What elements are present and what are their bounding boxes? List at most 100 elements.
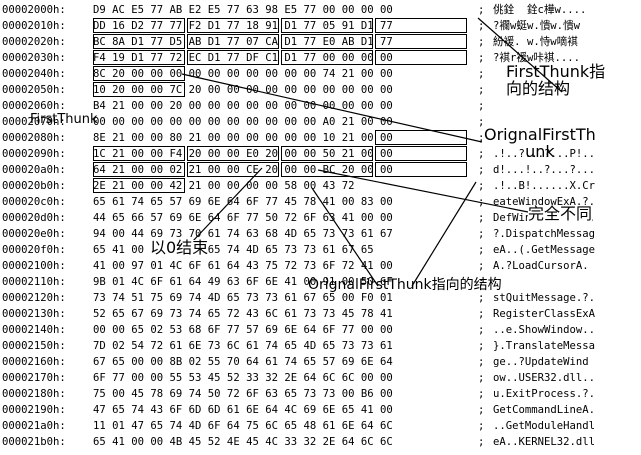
row-address: 00002150h: bbox=[2, 340, 66, 352]
row-ascii: GetCommandLineA. bbox=[493, 404, 596, 416]
row-separator: ; bbox=[478, 116, 485, 128]
row-separator: ; bbox=[478, 308, 485, 320]
row-address: 00002190h: bbox=[2, 404, 66, 416]
row-address: 00002020h: bbox=[2, 36, 66, 48]
row-hex-bytes: 11 01 47 65 74 4D 6F 64 75 6C 65 48 61 6… bbox=[93, 420, 393, 432]
row-separator: ; bbox=[478, 164, 485, 176]
row-separator: ; bbox=[478, 180, 485, 192]
row-address: 000020e0h: bbox=[2, 228, 66, 240]
row-address: 00002180h: bbox=[2, 388, 66, 400]
row-ascii: ..GetModuleHandl bbox=[493, 420, 596, 432]
row-hex-bytes: 6F 77 00 00 55 53 45 52 33 32 2E 64 6C 6… bbox=[93, 372, 393, 384]
row-hex-bytes: 64 21 00 00 02 21 00 00 CE 20 00 00 BC 2… bbox=[93, 164, 393, 176]
row-separator: ; bbox=[478, 68, 485, 80]
row-ascii: ?褀r褑w咔褀.... bbox=[493, 52, 581, 64]
row-ascii: 紛褑. w.恃w嘀褀 bbox=[493, 36, 578, 48]
row-separator: ; bbox=[478, 324, 485, 336]
row-ascii: ow..USER32.dll.. bbox=[493, 372, 596, 384]
row-separator: ; bbox=[478, 292, 485, 304]
row-address: 00002120h: bbox=[2, 292, 66, 304]
row-separator: ; bbox=[478, 228, 485, 240]
row-ascii: d!...!..?...?... bbox=[493, 164, 596, 176]
row-ascii: eA..KERNEL32.dll bbox=[493, 436, 596, 448]
row-ascii: stQuitMessage.?. bbox=[493, 292, 596, 304]
row-address: 000020b0h: bbox=[2, 180, 66, 192]
row-hex-bytes: F4 19 D1 77 72 EC D1 77 DF C1 D1 77 00 0… bbox=[93, 52, 393, 64]
row-address: 00002010h: bbox=[2, 20, 66, 32]
row-address: 00002140h: bbox=[2, 324, 66, 336]
row-ascii: RegisterClassExA bbox=[493, 308, 596, 320]
row-ascii: eA..(.GetMessage bbox=[493, 244, 596, 256]
row-address: 00002130h: bbox=[2, 308, 66, 320]
row-separator: ; bbox=[478, 132, 485, 144]
row-hex-bytes: 75 00 45 78 69 74 50 72 6F 63 65 73 73 0… bbox=[93, 388, 393, 400]
row-address: 00002030h: bbox=[2, 52, 66, 64]
row-separator: ; bbox=[478, 372, 485, 384]
annotation-first-thunk: FirstThunk bbox=[30, 112, 98, 127]
row-address: 00002050h: bbox=[2, 84, 66, 96]
row-separator: ; bbox=[478, 196, 485, 208]
row-separator: ; bbox=[478, 20, 485, 32]
row-hex-bytes: 2E 21 00 00 42 21 00 00 00 00 58 00 43 7… bbox=[93, 180, 355, 192]
row-address: 00002070h: bbox=[2, 116, 66, 128]
row-hex-bytes: 65 41 00 00 4B 45 52 4E 45 4C 33 32 2E 6… bbox=[93, 436, 393, 448]
row-address: 00002080h: bbox=[2, 132, 66, 144]
row-separator: ; bbox=[478, 212, 485, 224]
annotation-first-thunk-struct: FirstThunk指 向的结构 bbox=[506, 62, 606, 98]
row-address: 00002160h: bbox=[2, 356, 66, 368]
row-hex-bytes: 10 20 00 00 7C 20 00 00 00 00 00 00 00 0… bbox=[93, 84, 393, 96]
row-address: 000020d0h: bbox=[2, 212, 66, 224]
row-address: 00002060h: bbox=[2, 100, 66, 112]
completely-different-leader bbox=[317, 169, 529, 213]
row-ascii: ge..?UpdateWind bbox=[493, 356, 589, 368]
row-ascii: ?.DispatchMessag bbox=[493, 228, 596, 240]
row-ascii: .!..?...?...P!.. bbox=[493, 148, 596, 160]
row-address: 000020a0h: bbox=[2, 164, 66, 176]
row-hex-bytes: 1C 21 00 00 F4 20 00 00 E0 20 00 00 50 2… bbox=[93, 148, 393, 160]
row-address: 000021a0h: bbox=[2, 420, 66, 432]
row-hex-bytes: 73 74 51 75 69 74 4D 65 73 73 61 67 65 0… bbox=[93, 292, 393, 304]
orignal-struct-leader-2 bbox=[311, 187, 379, 287]
row-hex-bytes: 44 65 66 57 69 6E 64 6F 77 50 72 6F 63 4… bbox=[93, 212, 393, 224]
row-ascii: 佻銓 銓c樺w.... bbox=[493, 4, 587, 16]
row-hex-bytes: DD 16 D2 77 77 F2 D1 77 18 91 D1 77 05 9… bbox=[93, 20, 393, 32]
row-address: 00002100h: bbox=[2, 260, 66, 272]
row-hex-bytes: 47 65 74 43 6F 6D 6D 61 6E 64 4C 69 6E 6… bbox=[93, 404, 393, 416]
row-separator: ; bbox=[478, 260, 485, 272]
orignal-first-thunk-leader bbox=[181, 73, 483, 143]
row-separator: ; bbox=[478, 148, 485, 160]
row-hex-bytes: 8E 21 00 00 80 21 00 00 00 00 00 00 10 2… bbox=[93, 132, 393, 144]
row-hex-bytes: 7D 02 54 72 61 6E 73 6C 61 74 65 4D 65 7… bbox=[93, 340, 393, 352]
row-hex-bytes: 8C 20 00 00 00 00 00 00 00 00 00 00 74 2… bbox=[93, 68, 393, 80]
row-hex-bytes: 52 65 67 69 73 74 65 72 43 6C 61 73 73 4… bbox=[93, 308, 393, 320]
row-hex-bytes: B4 21 00 00 20 00 00 00 00 00 00 00 00 0… bbox=[93, 100, 393, 112]
row-address: 00002090h: bbox=[2, 148, 66, 160]
row-ascii: A.?LoadCursorA. bbox=[493, 260, 589, 272]
row-hex-bytes: 00 00 65 02 53 68 6F 77 57 69 6E 64 6F 7… bbox=[93, 324, 393, 336]
row-separator: ; bbox=[478, 84, 485, 96]
ends-with-zero-leader bbox=[191, 167, 263, 243]
row-ascii: .!..B!......X.Cr bbox=[493, 180, 596, 192]
row-separator: ; bbox=[478, 340, 485, 352]
row-separator: ; bbox=[478, 404, 485, 416]
row-ascii: ?襴w蜓w.憒w.憒w bbox=[493, 20, 581, 32]
row-separator: ; bbox=[478, 388, 485, 400]
row-separator: ; bbox=[478, 100, 485, 112]
row-separator: ; bbox=[478, 436, 485, 448]
row-address: 00002000h: bbox=[2, 4, 66, 16]
annotation-ends-with-zero: 以0结束 bbox=[150, 238, 209, 257]
row-address: 00002110h: bbox=[2, 276, 66, 288]
row-hex-bytes: 41 00 97 01 4C 6F 61 64 43 75 72 73 6F 7… bbox=[93, 260, 393, 272]
row-separator: ; bbox=[478, 276, 485, 288]
row-ascii: }.TranslateMessa bbox=[493, 340, 596, 352]
annotation-completely-different: 完全不同 bbox=[528, 204, 593, 223]
row-hex-bytes: 94 00 44 69 73 70 61 74 63 68 4D 65 73 7… bbox=[93, 228, 393, 240]
row-address: 000020c0h: bbox=[2, 196, 66, 208]
annotation-orignal-first-thunk-struct: OrignalFirstThunk指向的结构 bbox=[308, 277, 502, 293]
row-separator: ; bbox=[478, 356, 485, 368]
row-separator: ; bbox=[478, 244, 485, 256]
row-separator: ; bbox=[478, 4, 485, 16]
row-hex-bytes: D9 AC E5 77 AB E2 E5 77 63 98 E5 77 00 0… bbox=[93, 4, 393, 16]
row-address: 00002040h: bbox=[2, 68, 66, 80]
